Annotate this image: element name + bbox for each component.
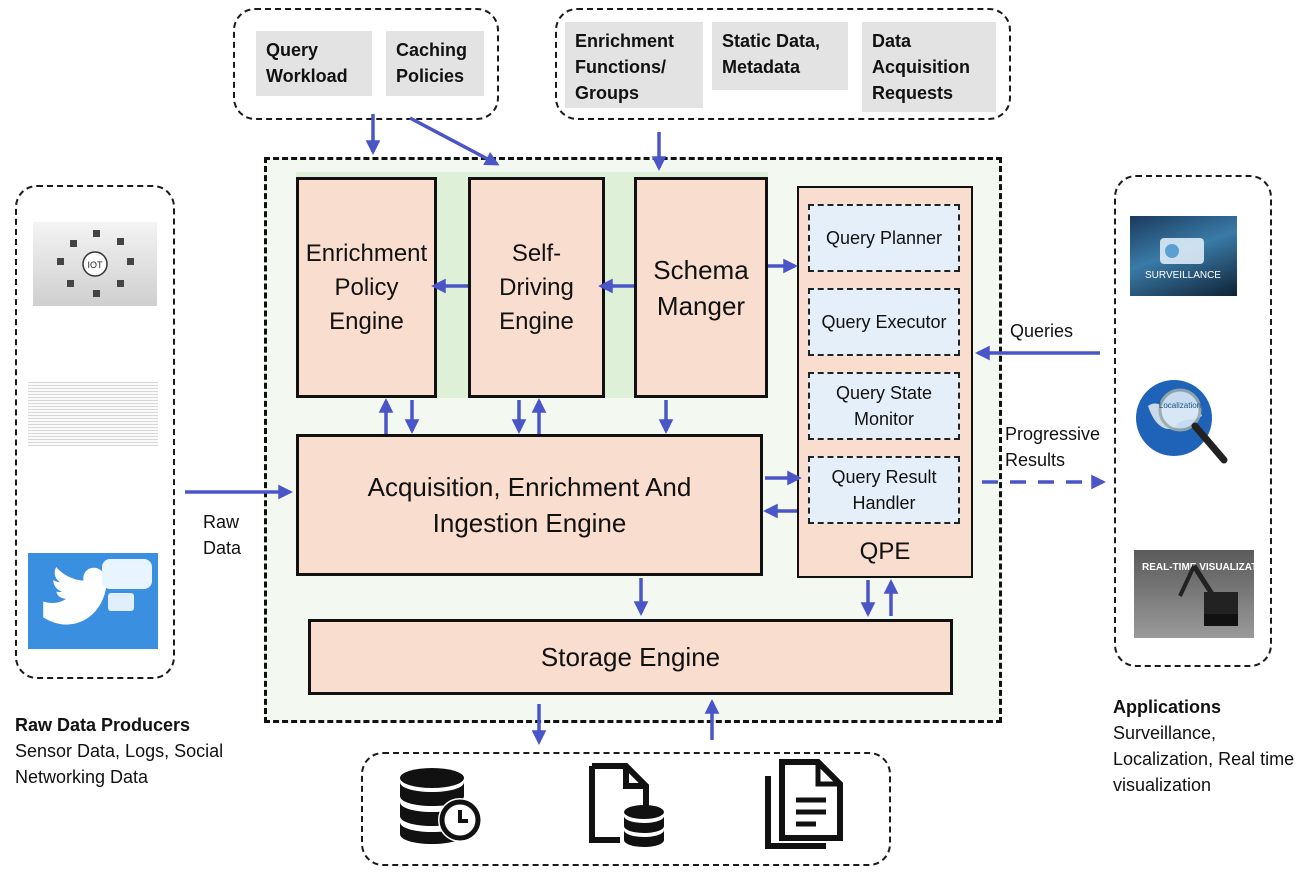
query-planner: Query Planner xyxy=(808,204,960,272)
producers-title: Raw Data Producers xyxy=(15,715,191,735)
storage-engine-label: Storage Engine xyxy=(540,641,721,672)
enrichment-policy-engine: Enrichment Policy Engine xyxy=(296,177,437,398)
query-state-monitor-label: Query State Monitor xyxy=(835,383,933,429)
queries-label: Queries xyxy=(1010,321,1074,341)
self-driving-engine: Self-Driving Engine xyxy=(468,177,605,398)
query-executor: Query Executor xyxy=(808,288,960,356)
twitter-bird-icon xyxy=(43,559,152,625)
producers-description: Sensor Data, Logs, Social Networking Dat… xyxy=(15,741,224,787)
raw-data-label: Raw Data xyxy=(203,512,242,558)
query-workload-label: Query Workload xyxy=(266,40,348,86)
self-driving-engine-label: Self-Driving Engine xyxy=(499,239,574,335)
applications-group xyxy=(1114,175,1272,667)
surveillance-icon: SURVEILLANCE xyxy=(1145,238,1221,281)
enrichment-inputs-group xyxy=(555,8,1011,120)
storage-engine: Storage Engine xyxy=(308,619,953,695)
documents-icon xyxy=(765,759,843,849)
query-inputs-group xyxy=(233,8,499,120)
query-workload-box: Query Workload xyxy=(256,31,372,96)
progressive-results-label: Progressive Results xyxy=(1005,424,1101,470)
enrichment-functions-box: Enrichment Functions/ Groups xyxy=(565,22,703,108)
producers-group xyxy=(15,185,175,679)
excavator-icon: REAL-TIME VISUALIZATION xyxy=(1142,562,1254,626)
data-acquisition-box: Data Acquisition Requests xyxy=(862,22,996,112)
logs-image xyxy=(28,382,158,446)
svg-text:IOT: IOT xyxy=(88,260,104,270)
query-result-handler-label: Query Result Handler xyxy=(831,467,937,513)
applications-description: Surveillance, Localization, Real time vi… xyxy=(1113,723,1295,795)
schema-manager-label: Schema Manger xyxy=(653,254,749,321)
static-data-label: Static Data, Metadata xyxy=(722,31,821,77)
query-planner-label: Query Planner xyxy=(825,228,943,248)
schema-manager: Schema Manger xyxy=(634,177,768,398)
query-executor-label: Query Executor xyxy=(821,312,947,332)
caching-policies-box: Caching Policies xyxy=(386,31,484,96)
query-state-monitor: Query State Monitor xyxy=(808,372,960,440)
applications-title: Applications xyxy=(1113,697,1222,717)
enrichment-functions-label: Enrichment Functions/ Groups xyxy=(575,31,675,103)
svg-text:REAL-TIME VISUALIZATION: REAL-TIME VISUALIZATION xyxy=(1142,562,1254,573)
acquisition-engine-label: Acquisition, Enrichment And Ingestion En… xyxy=(367,472,692,538)
data-acquisition-label: Data Acquisition Requests xyxy=(872,31,970,103)
qpe-label: QPE xyxy=(859,538,911,565)
iot-icon: IOT xyxy=(57,230,134,297)
static-data-box: Static Data, Metadata xyxy=(712,22,848,90)
enrichment-policy-engine-label: Enrichment Policy Engine xyxy=(305,239,428,335)
query-result-handler: Query Result Handler xyxy=(808,456,960,524)
svg-text:Localization: Localization xyxy=(1159,401,1201,410)
svg-text:SURVEILLANCE: SURVEILLANCE xyxy=(1145,270,1221,281)
database-clock-icon xyxy=(400,768,482,844)
storage-group xyxy=(361,752,891,866)
caching-policies-label: Caching Policies xyxy=(396,40,468,86)
file-database-icon xyxy=(589,763,664,847)
acquisition-engine: Acquisition, Enrichment And Ingestion En… xyxy=(296,434,763,576)
localization-globe-icon: Localization xyxy=(1136,380,1228,464)
